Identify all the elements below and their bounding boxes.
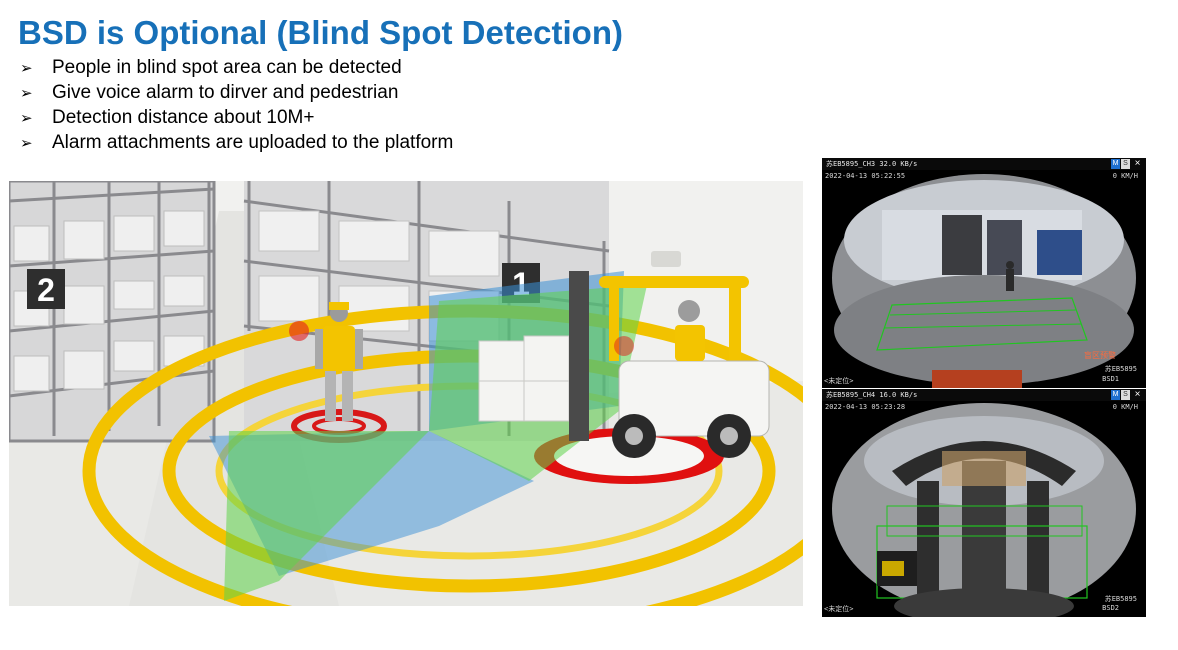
camera-plate: 苏EB5895 xyxy=(1104,365,1137,373)
camera-speed: 0 KM/H xyxy=(1112,172,1138,180)
camera-location: <未定位> xyxy=(824,377,854,385)
camera-timestamp: 2022-04-13 05:22:55 xyxy=(825,172,906,180)
camera-feed-bsd1: 苏EB5895_CH3 32.0 KB/s M S × 2022-04-13 0… xyxy=(822,158,1146,388)
camera-plate: 苏EB5895 xyxy=(1104,595,1137,603)
rack-label-2 xyxy=(27,269,65,309)
snapshot-icon[interactable]: S xyxy=(1121,159,1130,169)
camera-header: 苏EB5895_CH4 16.0 KB/s xyxy=(822,389,1146,401)
list-item: ➢ Detection distance about 10M+ xyxy=(20,106,453,131)
pedestrian-figure xyxy=(289,302,363,421)
camera-location: <未定位> xyxy=(824,605,854,613)
blind-zone-alert: 盲区预警 xyxy=(1084,351,1116,360)
warehouse-illustration: 2 1 xyxy=(9,181,803,606)
camera-channel: BSD1 xyxy=(1102,375,1119,383)
camera-channel: BSD2 xyxy=(1102,604,1119,612)
camera-speed: 0 KM/H xyxy=(1112,403,1138,411)
arrow-bullet-icon: ➢ xyxy=(20,135,33,152)
bullet-text: Alarm attachments are uploaded to the pl… xyxy=(52,132,454,153)
forklift-figure xyxy=(569,251,770,458)
arrow-bullet-icon: ➢ xyxy=(20,60,33,77)
maximize-icon[interactable]: M xyxy=(1111,390,1120,400)
maximize-icon[interactable]: M xyxy=(1111,159,1120,169)
bullet-text: Give voice alarm to dirver and pedestria… xyxy=(52,82,399,103)
close-icon[interactable]: × xyxy=(1134,158,1141,169)
slide-title: BSD is Optional (Blind Spot Detection) xyxy=(18,14,623,51)
camera-timestamp: 2022-04-13 05:23:28 xyxy=(825,403,906,411)
feature-list: ➢ People in blind spot area can be detect… xyxy=(20,56,453,156)
list-item: ➢ Give voice alarm to dirver and pedestri… xyxy=(20,81,453,106)
close-icon[interactable]: × xyxy=(1134,389,1141,400)
camera-header: 苏EB5895_CH3 32.0 KB/s xyxy=(822,158,1146,170)
fisheye-view-1 xyxy=(822,170,1146,388)
warehouse-scene-graphic: 2 1 xyxy=(9,181,803,606)
arrow-bullet-icon: ➢ xyxy=(20,85,33,102)
bullet-text: Detection distance about 10M+ xyxy=(52,107,315,128)
list-item: ➢ Alarm attachments are uploaded to the p… xyxy=(20,131,453,156)
list-item: ➢ People in blind spot area can be detect… xyxy=(20,56,453,81)
camera-feed-bsd2: 苏EB5895_CH4 16.0 KB/s M S × 2022-04-13 0… xyxy=(822,389,1146,617)
bullet-text: People in blind spot area can be detecte… xyxy=(52,57,402,78)
snapshot-icon[interactable]: S xyxy=(1121,390,1130,400)
rack-number-2: 2 xyxy=(37,272,55,308)
fisheye-view-2 xyxy=(822,401,1146,617)
arrow-bullet-icon: ➢ xyxy=(20,110,33,127)
detection-box xyxy=(876,297,1088,351)
